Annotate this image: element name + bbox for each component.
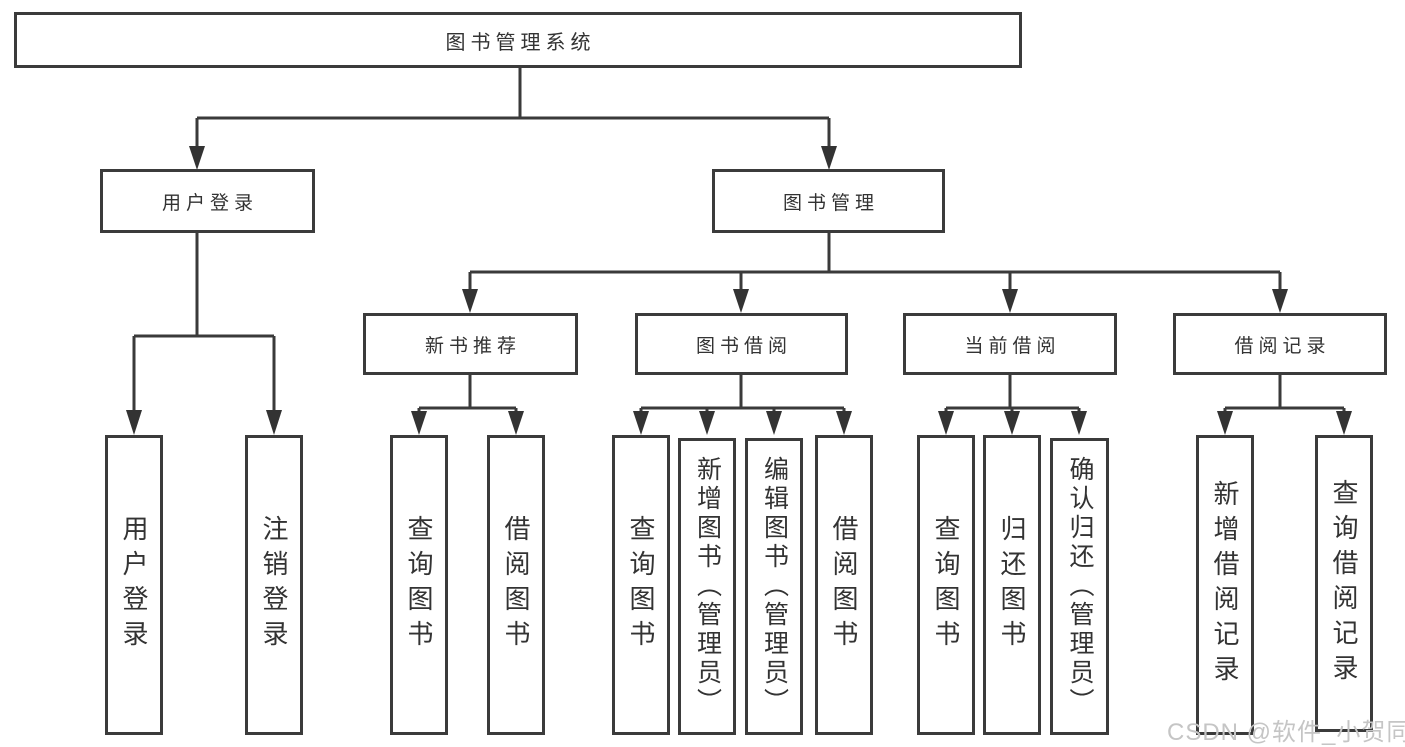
leaf-user-login: 用户登录 <box>105 435 163 735</box>
node-label: 新增借阅记录 <box>1210 480 1240 690</box>
leaf-confirm-return-admin: 确认归还（管理员） <box>1050 438 1109 735</box>
node-label: 借阅记录 <box>1234 335 1331 357</box>
node-label: 查询图书 <box>931 515 961 655</box>
node-book-borrowing: 图书借阅 <box>635 313 848 375</box>
node-label: 用户登录 <box>119 515 149 655</box>
node-label: 新书推荐 <box>424 335 521 357</box>
node-borrowing-records: 借阅记录 <box>1173 313 1387 375</box>
node-user-login: 用户登录 <box>100 169 315 233</box>
node-label: 注销登录 <box>259 515 289 655</box>
leaf-borrow-books-recommend: 借阅图书 <box>487 435 545 735</box>
leaf-logout: 注销登录 <box>245 435 303 735</box>
leaf-query-borrow-record: 查询借阅记录 <box>1315 435 1373 732</box>
leaf-borrow-books: 借阅图书 <box>815 435 873 735</box>
leaf-query-books-borrow: 查询图书 <box>612 435 670 735</box>
node-book-management: 图书管理 <box>712 169 945 233</box>
node-label: 用户登录 <box>161 192 258 214</box>
leaf-edit-book-admin: 编辑图书（管理员） <box>745 438 803 735</box>
node-current-borrowing: 当前借阅 <box>903 313 1117 375</box>
node-label: 借阅图书 <box>501 515 531 655</box>
node-label: 查询借阅记录 <box>1329 478 1359 689</box>
node-new-book-recommendation: 新书推荐 <box>363 313 578 375</box>
arrowheads <box>126 146 1352 435</box>
node-label: 查询图书 <box>404 515 434 655</box>
node-label: 查询图书 <box>626 515 656 655</box>
node-label: 借阅图书 <box>829 515 859 655</box>
node-label: 新增图书（管理员） <box>693 456 722 717</box>
node-label: 归还图书 <box>997 515 1027 655</box>
node-label: 确认归还（管理员） <box>1066 456 1094 717</box>
leaf-query-books-recommend: 查询图书 <box>390 435 448 735</box>
leaf-add-book-admin: 新增图书（管理员） <box>678 438 736 735</box>
node-label: 图书管理系统 <box>445 31 596 54</box>
node-label: 图书借阅 <box>695 335 792 357</box>
csdn-watermark: CSDN @软件_小贺同学 <box>1167 719 1405 746</box>
leaf-add-borrow-record: 新增借阅记录 <box>1196 435 1254 735</box>
leaf-return-book: 归还图书 <box>983 435 1041 735</box>
node-label: 编辑图书（管理员） <box>760 456 789 717</box>
node-label: 图书管理 <box>782 192 879 214</box>
node-label: 当前借阅 <box>964 335 1061 357</box>
node-library-management-system: 图书管理系统 <box>14 12 1022 68</box>
leaf-query-books-current: 查询图书 <box>917 435 975 735</box>
